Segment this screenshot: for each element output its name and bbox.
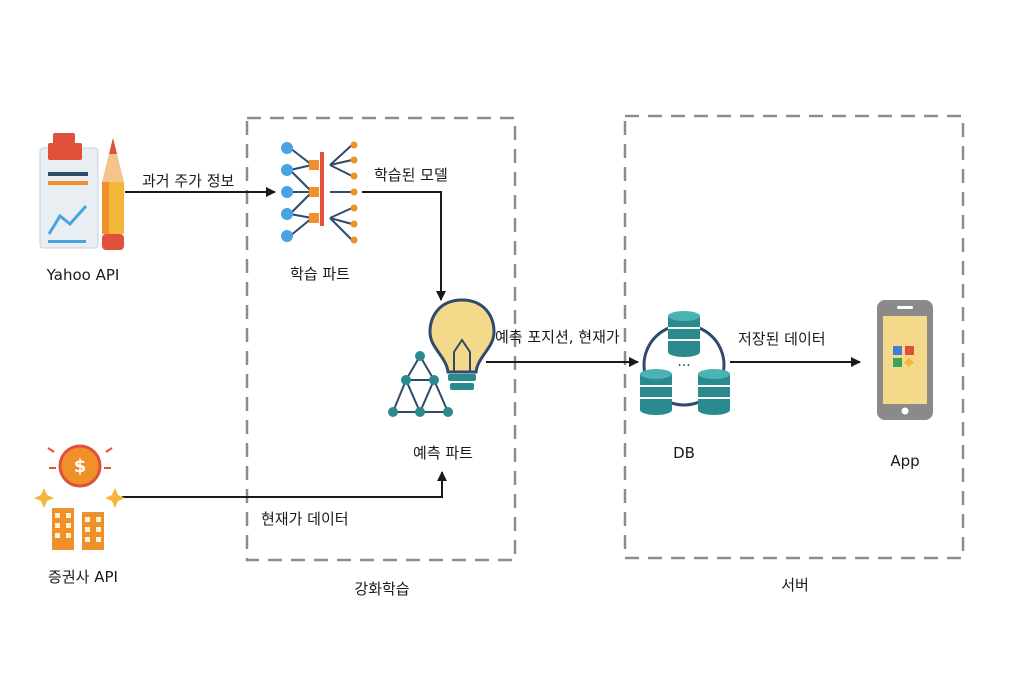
node-label-training-part: 학습 파트	[290, 265, 350, 283]
coin-buildings-icon: $	[34, 444, 125, 550]
report-chart-icon	[39, 133, 124, 250]
server-group-box	[623, 114, 965, 560]
node-label-app: App	[890, 452, 920, 470]
edge-label-stored-data: 저장된 데이터	[738, 330, 826, 348]
neural-network-icon	[281, 141, 358, 244]
edge-trained-model	[362, 191, 446, 301]
edge-label-past-price: 과거 주가 정보	[142, 172, 235, 190]
database-cluster-icon: ···	[640, 311, 730, 415]
node-label-prediction-part: 예측 파트	[413, 444, 473, 462]
node-label-db: DB	[673, 444, 695, 462]
rl-group-box	[245, 116, 517, 562]
group-label-server: 서버	[781, 576, 809, 594]
node-label-broker-api: 증권사 API	[48, 568, 118, 586]
svg-text:···: ···	[677, 358, 690, 374]
lightbulb-network-icon	[388, 298, 496, 417]
smartphone-icon	[877, 300, 933, 420]
svg-text:$: $	[74, 456, 87, 477]
edge-current-price-data	[122, 471, 447, 498]
edge-label-current-price-data: 현재가 데이터	[261, 510, 349, 528]
node-label-yahoo-api: Yahoo API	[46, 266, 120, 284]
edge-label-prediction: 예측 포지션, 현재가	[495, 328, 620, 346]
group-label-reinforcement-learning: 강화학습	[354, 580, 410, 598]
edge-label-trained-model: 학습된 모델	[374, 166, 448, 184]
